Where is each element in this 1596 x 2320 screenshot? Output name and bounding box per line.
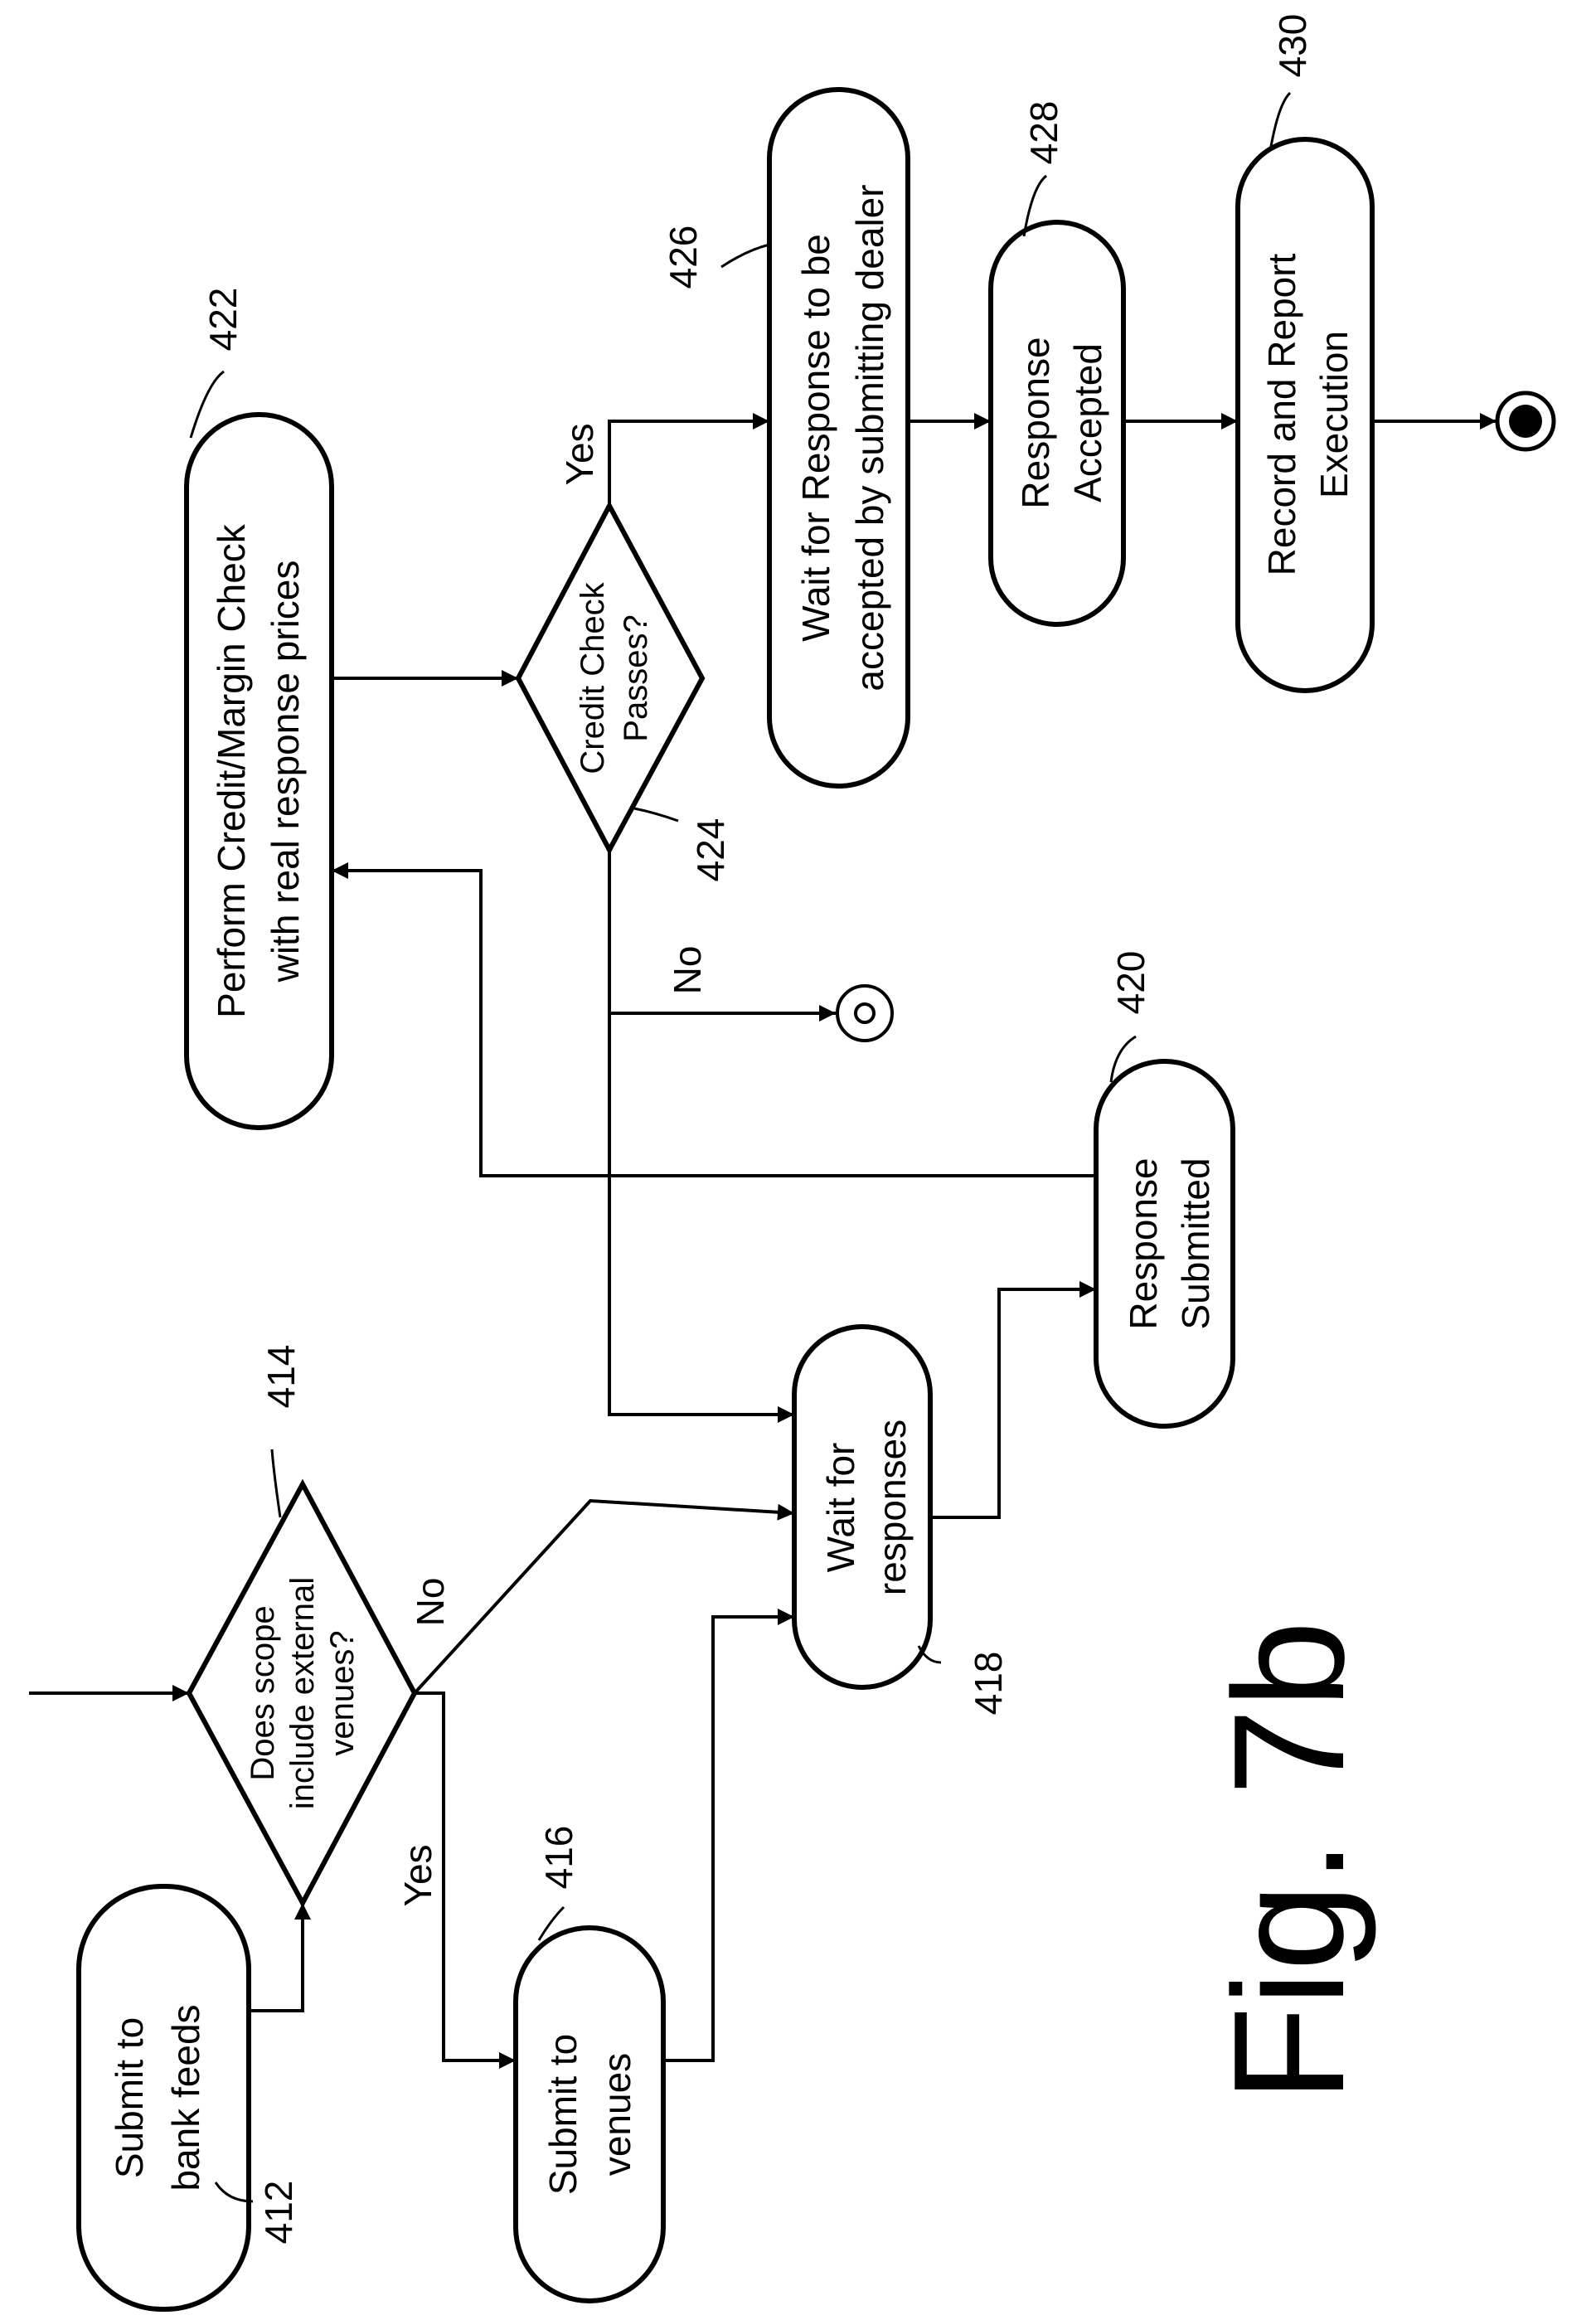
end-terminator-dot: [856, 1004, 874, 1022]
label-wait-accept-line1: Wait for Response to be: [794, 234, 837, 642]
ref-414: 414: [260, 1345, 303, 1409]
label-credit-decision-line2: Passes?: [618, 614, 654, 741]
edge-decision-no-to-wait: [609, 850, 794, 1415]
edge-submitted-to-credit: [332, 871, 1096, 1176]
label-response-submitted-line2: Submitted: [1174, 1158, 1217, 1329]
label-record-report-line1: Record and Report: [1260, 253, 1303, 575]
label-credit-margin-line1: Perform Credit/Margin Check: [210, 523, 253, 1018]
label-scope-line2: include external: [284, 1577, 321, 1809]
label-wait-responses-line1: Wait for: [819, 1443, 862, 1573]
label-response-accepted-line2: Accepted: [1066, 343, 1109, 502]
label-response-accepted-line1: Response: [1014, 337, 1057, 508]
edge-bank-to-scope: [249, 1903, 303, 2011]
edge-scope-no-to-wait: [415, 1501, 794, 1693]
ref-420: 420: [1109, 951, 1152, 1015]
label-scope-line3: venues?: [324, 1630, 361, 1755]
node-submit-venues: [516, 1928, 663, 2301]
ref-426: 426: [662, 226, 705, 289]
leader-426: [721, 245, 769, 267]
edge-decision-yes-to-wait-accept: [609, 421, 769, 506]
ref-424: 424: [689, 818, 732, 882]
ref-412: 412: [257, 2181, 300, 2245]
label-submit-venues-line2: venues: [595, 2053, 638, 2176]
label-submit-venues-line1: Submit to: [541, 2034, 585, 2195]
edge-wait-to-submitted: [930, 1289, 1096, 1517]
leader-414: [272, 1449, 280, 1517]
label-submit-bank-line2: bank feeds: [164, 2004, 207, 2191]
label-credit-decision-line1: Credit Check: [575, 581, 611, 774]
final-state-dot: [1509, 405, 1542, 438]
ref-430: 430: [1271, 14, 1314, 78]
edge-label-scope-yes: Yes: [396, 1844, 439, 1906]
ref-422: 422: [201, 288, 245, 352]
figure-title: Fig. 7b: [1201, 1621, 1377, 2103]
edge-label-credit-yes: Yes: [558, 423, 601, 485]
leader-424: [634, 808, 678, 821]
edge-label-scope-no: No: [409, 1578, 452, 1627]
label-record-report-line2: Execution: [1312, 331, 1356, 498]
ref-428: 428: [1022, 101, 1065, 165]
label-submit-bank-line1: Submit to: [108, 2017, 151, 2178]
ref-418: 418: [967, 1652, 1010, 1716]
ref-416: 416: [537, 1826, 580, 1890]
label-wait-responses-line2: responses: [871, 1420, 914, 1595]
edge-venues-to-wait: [663, 1617, 794, 2060]
label-credit-margin-line2: with real response prices: [264, 561, 307, 983]
label-scope-line1: Does scope: [245, 1605, 281, 1780]
edge-label-credit-no: No: [666, 946, 709, 995]
node-credit-margin-check: [187, 415, 332, 1128]
label-response-submitted-line1: Response: [1122, 1158, 1165, 1329]
label-wait-accept-line2: accepted by submitting dealer: [848, 184, 891, 691]
